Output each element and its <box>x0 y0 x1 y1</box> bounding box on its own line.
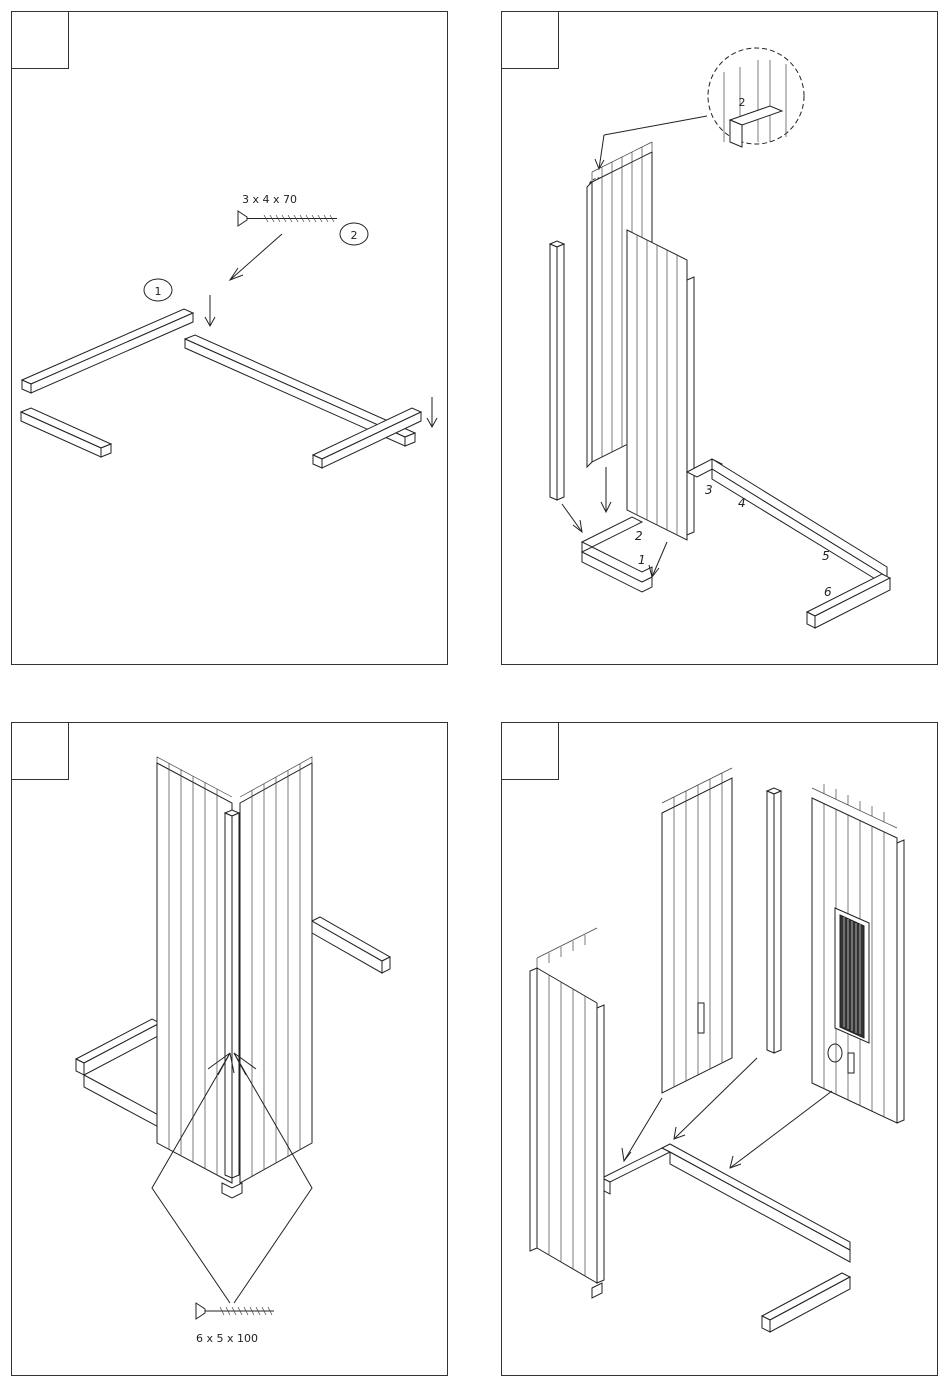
frame-beams <box>21 309 421 468</box>
screw-spec-label-1: 3 x 4 x 70 <box>242 193 297 206</box>
callout-label-1: 1 <box>155 285 162 298</box>
step-3-illustration: 6 x 5 x 100 <box>12 723 449 1377</box>
detail-pointer-line <box>604 116 707 135</box>
step-4-illustration <box>502 723 939 1377</box>
step-panel-1: 3 x 4 x 70 2 1 <box>11 11 448 665</box>
frame-number-4: 4 <box>738 496 746 510</box>
screw-spec-label-3: 6 x 5 x 100 <box>196 1332 258 1345</box>
hinge-marker <box>848 1053 854 1073</box>
screw-icon-3 <box>196 1303 274 1319</box>
frame-number-2: 2 <box>635 529 643 543</box>
corner-post <box>550 241 564 500</box>
step-panel-2: 2 <box>501 11 938 665</box>
wall-panel-left <box>157 757 232 1183</box>
wall-panel-left <box>530 928 604 1298</box>
detail-callout-label: 2 <box>739 96 746 109</box>
corner-post <box>222 810 242 1198</box>
callout-label-2: 2 <box>351 229 358 242</box>
window-icon <box>835 908 869 1043</box>
step-1-illustration: 3 x 4 x 70 2 1 <box>12 12 449 666</box>
step-panel-3: 6 x 5 x 100 <box>11 722 448 1376</box>
step-panel-4 <box>501 722 938 1376</box>
floor-frame <box>602 1144 850 1332</box>
frame-number-5: 5 <box>822 549 830 563</box>
frame-number-3: 3 <box>705 483 713 497</box>
wall-panel-right <box>240 757 312 1183</box>
step-2-illustration: 2 <box>502 12 939 666</box>
screw-icon-1 <box>238 211 337 226</box>
frame-number-6: 6 <box>824 585 832 599</box>
wall-panel-middle <box>662 768 732 1093</box>
wall-panel-front <box>627 230 694 540</box>
arrow-icon <box>622 1058 832 1168</box>
detail-magnifier: 2 <box>708 48 804 147</box>
corner-post <box>767 788 781 1053</box>
arrow-icon <box>595 135 604 169</box>
frame-number-1: 1 <box>638 553 646 567</box>
